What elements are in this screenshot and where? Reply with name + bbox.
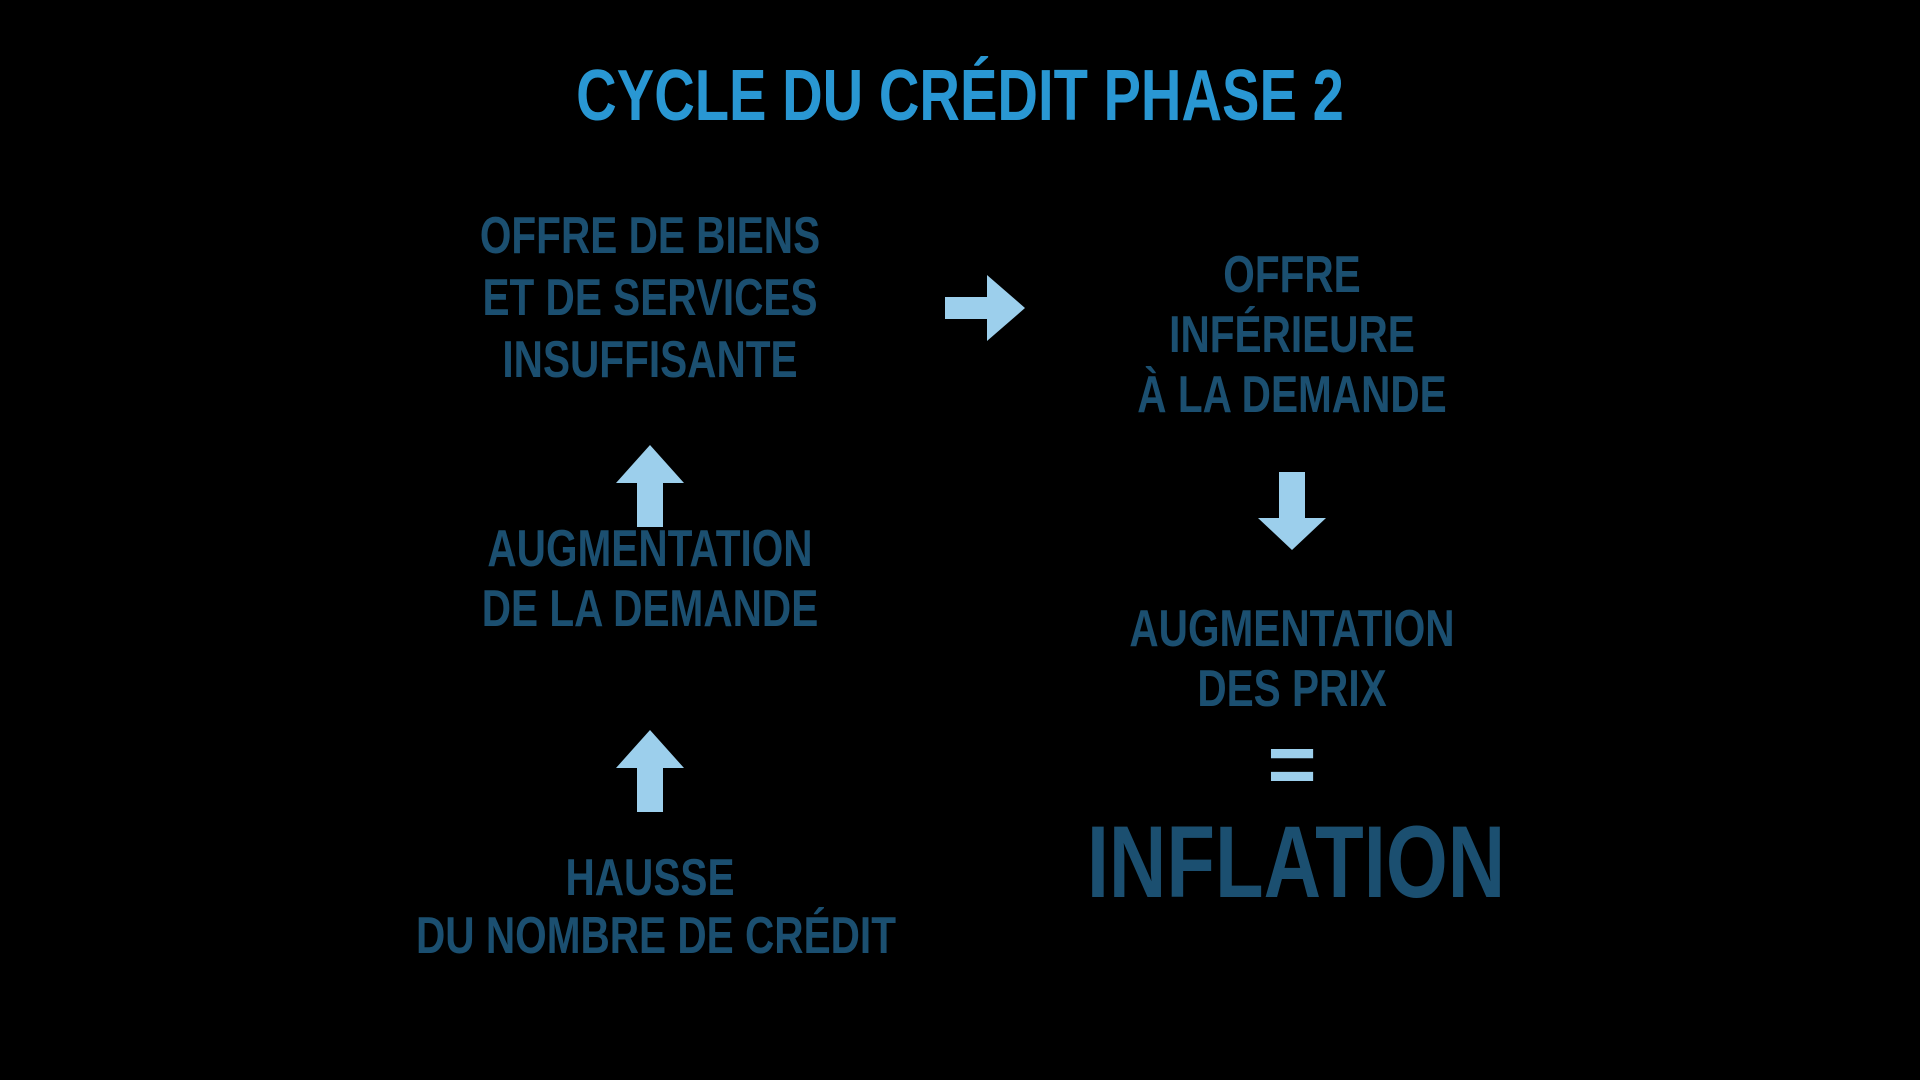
supply-insufficient-line-2: ET DE SERVICES bbox=[482, 269, 818, 327]
equals-sign: = bbox=[1267, 717, 1317, 811]
supply-below-demand-line-3: À LA DEMANDE bbox=[1137, 366, 1447, 424]
supply-below-demand-box: OFFRE INFÉRIEURE À LA DEMANDE bbox=[1058, 245, 1526, 425]
demand-increase-box: AUGMENTATION DE LA DEMANDE bbox=[416, 519, 884, 639]
up-arrow-icon bbox=[616, 445, 684, 527]
demand-increase-line-1: AUGMENTATION bbox=[487, 520, 813, 578]
diagram-title: CYCLE DU CRÉDIT PHASE 2 bbox=[576, 56, 1344, 136]
right-arrow-icon bbox=[945, 275, 1025, 341]
supply-below-demand-line-1: OFFRE bbox=[1223, 246, 1361, 304]
supply-insufficient-box: OFFRE DE BIENS ET DE SERVICES INSUFFISAN… bbox=[416, 205, 884, 391]
price-increase-line-2: DES PRIX bbox=[1197, 660, 1387, 718]
up-arrow-icon bbox=[616, 730, 684, 812]
demand-increase-line-2: DE LA DEMANDE bbox=[481, 580, 819, 638]
inflation-result-label: INFLATION bbox=[1086, 805, 1506, 919]
credit-rise-box: HAUSSE DU NOMBRE DE CRÉDIT bbox=[416, 849, 896, 965]
credit-rise-line-1: HAUSSE bbox=[565, 849, 735, 907]
supply-below-demand-line-2: INFÉRIEURE bbox=[1169, 306, 1415, 364]
price-increase-line-1: AUGMENTATION bbox=[1129, 600, 1455, 658]
price-increase-box: AUGMENTATION DES PRIX bbox=[1058, 599, 1526, 719]
credit-rise-line-2: DU NOMBRE DE CRÉDIT bbox=[416, 907, 896, 965]
down-arrow-icon bbox=[1258, 472, 1326, 550]
supply-insufficient-line-1: OFFRE DE BIENS bbox=[479, 207, 821, 265]
supply-insufficient-line-3: INSUFFISANTE bbox=[502, 331, 798, 389]
